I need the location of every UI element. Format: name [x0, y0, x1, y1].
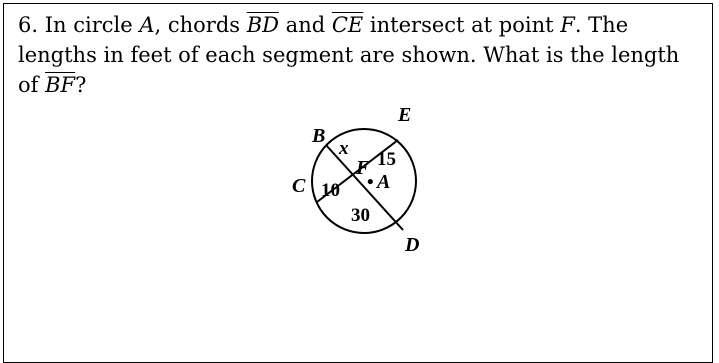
chord-ce-line — [316, 139, 399, 203]
segment-bf: BF — [45, 73, 76, 97]
circle-name: A — [139, 13, 155, 37]
question-text-part6: ? — [75, 73, 87, 97]
label-b: B — [311, 125, 325, 147]
label-e: E — [397, 104, 411, 126]
label-c: C — [292, 175, 306, 197]
question-text-part3: and — [279, 13, 332, 37]
label-a: A — [375, 171, 390, 193]
label-15: 15 — [377, 149, 396, 170]
point-name: F — [560, 13, 575, 37]
question-number: 6. — [18, 13, 39, 37]
question-text: 6. In circle A, chords BD and CE interse… — [18, 10, 698, 100]
chord-bd: BD — [246, 13, 279, 37]
circle-diagram: B E C D F x 15 10 30 • A — [292, 104, 419, 256]
label-30: 30 — [351, 205, 370, 226]
problem-box: 6. In circle A, chords BD and CE interse… — [3, 3, 713, 363]
question-text-part4: intersect at point — [363, 13, 561, 37]
center-dot: • — [367, 172, 374, 193]
chord-bd-line — [325, 144, 404, 231]
label-x: x — [338, 138, 349, 159]
label-d: D — [404, 234, 419, 256]
chord-ce: CE — [331, 13, 364, 37]
question-text-part1: In circle — [44, 13, 140, 37]
label-f: F — [355, 157, 370, 179]
label-10: 10 — [321, 180, 340, 201]
question-text-part2: , chords — [154, 13, 247, 37]
question-text-part5: . The lengths in feet of each segment ar… — [18, 13, 680, 97]
circle-a — [311, 128, 417, 234]
